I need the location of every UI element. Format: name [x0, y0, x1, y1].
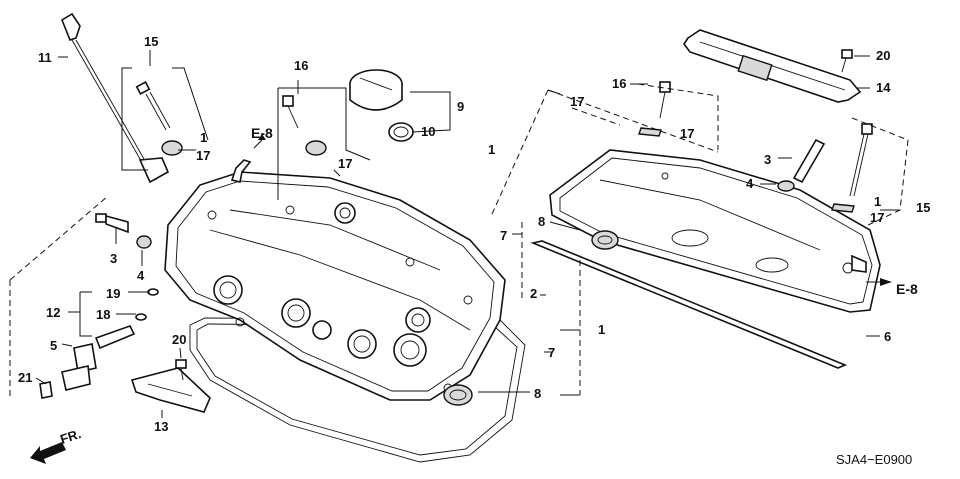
- callout-17-top: 17: [570, 94, 584, 109]
- callout-18: 18: [96, 307, 110, 322]
- callout-16-left: 16: [294, 58, 308, 73]
- callout-10: 10: [421, 124, 435, 139]
- bolt-16-right: [638, 81, 671, 137]
- callout-20-top: 20: [876, 48, 890, 63]
- leader-lines: [9, 50, 909, 418]
- sensor-assembly: [39, 288, 159, 399]
- callout-17-mid: 17: [338, 156, 352, 171]
- callout-16-right: 16: [612, 76, 626, 91]
- bolt-16-left: [282, 95, 327, 156]
- callout-4-left: 4: [137, 268, 145, 283]
- callout-8-lower: 8: [534, 386, 541, 401]
- bolt-15-right: [831, 123, 873, 213]
- callout-1-right: 1: [488, 142, 495, 157]
- callout-15-left: 15: [144, 34, 158, 49]
- ignition-coil-cover: [683, 29, 862, 103]
- ref-arrow-icon: [258, 134, 892, 286]
- diagram-code: SJA4−E0900: [836, 452, 912, 467]
- callout-7-lower: 7: [548, 345, 555, 360]
- front-valve-cover: [164, 159, 526, 463]
- ref-e8-right: E-8: [896, 281, 918, 297]
- front-arrow-icon: [30, 442, 66, 464]
- callout-21: 21: [18, 370, 32, 385]
- stud-3-right: [777, 138, 826, 192]
- callout-3-right: 3: [764, 152, 771, 167]
- callout-3-left: 3: [110, 251, 117, 266]
- callout-1-left: 1: [200, 130, 207, 145]
- callout-17-left: 17: [196, 148, 210, 163]
- callout-14: 14: [876, 80, 891, 95]
- bolt-15-left: [135, 81, 183, 156]
- callout-6: 6: [884, 329, 891, 344]
- grommet-rear: [591, 230, 619, 250]
- callout-2: 2: [530, 286, 537, 301]
- callout-13: 13: [154, 419, 168, 434]
- callout-7-upper: 7: [500, 228, 507, 243]
- callout-11: 11: [38, 50, 52, 65]
- callout-1-farright: 1: [874, 194, 881, 209]
- callout-4-right: 4: [746, 176, 754, 191]
- callout-15-right: 15: [916, 200, 930, 215]
- stud-3-left: [95, 213, 152, 249]
- dipstick: [61, 12, 170, 184]
- front-label: FR.: [58, 426, 83, 447]
- rear-gasket: [530, 240, 848, 369]
- callout-17-right: 17: [680, 126, 694, 141]
- callout-5: 5: [50, 338, 57, 353]
- bolt-20-right: [841, 49, 853, 73]
- callout-19: 19: [106, 286, 120, 301]
- ref-e8-left: E-8: [251, 125, 273, 141]
- callout-20-lower: 20: [172, 332, 186, 347]
- callout-1-center: 1: [598, 322, 605, 337]
- grommet-front: [443, 384, 473, 406]
- oil-filler-cap: [349, 69, 414, 142]
- bracket-13: [130, 359, 211, 413]
- callout-9: 9: [457, 99, 464, 114]
- callout-17-farright: 17: [870, 210, 884, 225]
- rear-valve-cover: [549, 149, 881, 313]
- callout-labels: 11 15 1 17 E-8 16 17 9 10 1 17 16 17 3 4…: [18, 34, 930, 467]
- callout-12: 12: [46, 305, 60, 320]
- callout-8-upper: 8: [538, 214, 545, 229]
